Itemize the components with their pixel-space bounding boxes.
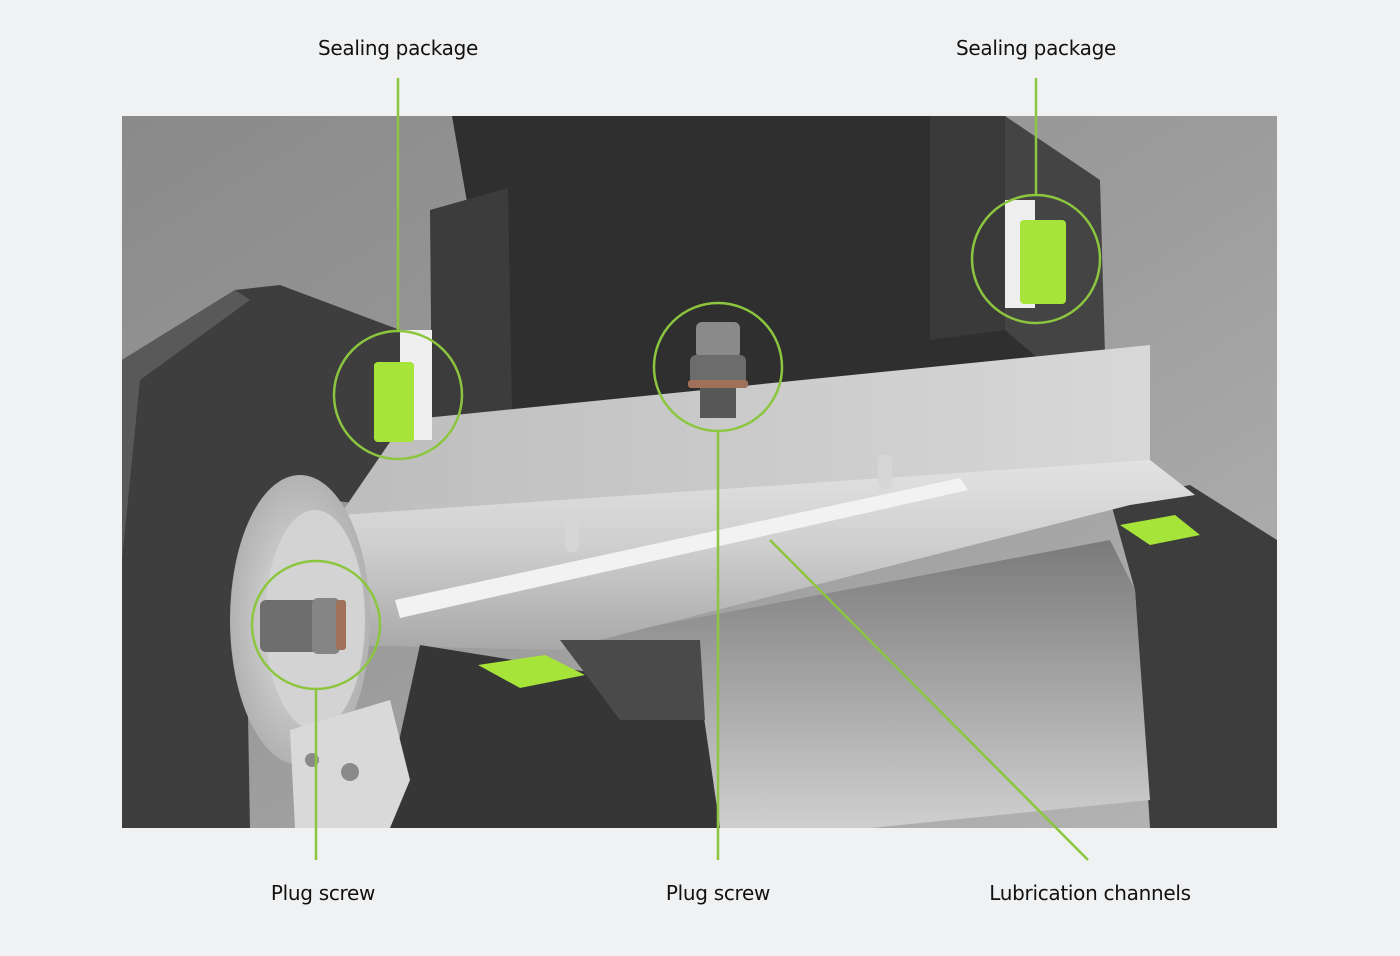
housing-left-column	[430, 188, 512, 430]
callout-circle-sealing-left	[332, 329, 464, 461]
callout-circle-sealing-right	[970, 193, 1102, 325]
housing-lower-block	[560, 640, 705, 720]
callout-graphics	[250, 78, 1102, 861]
label-sealing-package-left: Sealing package	[317, 36, 479, 60]
label-plug-screw-left: Plug screw	[270, 881, 376, 905]
seal-lower-left	[478, 655, 585, 688]
label-plug-screw-center: Plug screw	[665, 881, 771, 905]
housing-left-arm	[122, 285, 405, 828]
lube-nipple	[878, 455, 892, 489]
lubrication-groove	[395, 478, 968, 618]
label-lubrication-channels: Lubrication channels	[989, 881, 1191, 905]
label-sealing-package-right: Sealing package	[955, 36, 1117, 60]
bracket-hole	[341, 763, 359, 781]
housing-lower-right	[1110, 485, 1277, 828]
seal-lower-right	[1120, 515, 1200, 545]
lube-nipple	[565, 518, 579, 552]
housing-back-block	[452, 116, 1040, 420]
callout-line-lubrication	[769, 539, 1089, 861]
housing-right-column	[930, 116, 1005, 340]
plug-screw-top	[688, 322, 748, 418]
trough-plate	[340, 345, 1150, 515]
sealing-package-right	[1020, 220, 1066, 304]
shaft	[340, 460, 1195, 650]
bowl	[580, 540, 1150, 828]
sealing-package-left	[374, 362, 414, 442]
plug-screw-end	[260, 598, 346, 654]
housing-left-arm-face	[122, 290, 250, 560]
